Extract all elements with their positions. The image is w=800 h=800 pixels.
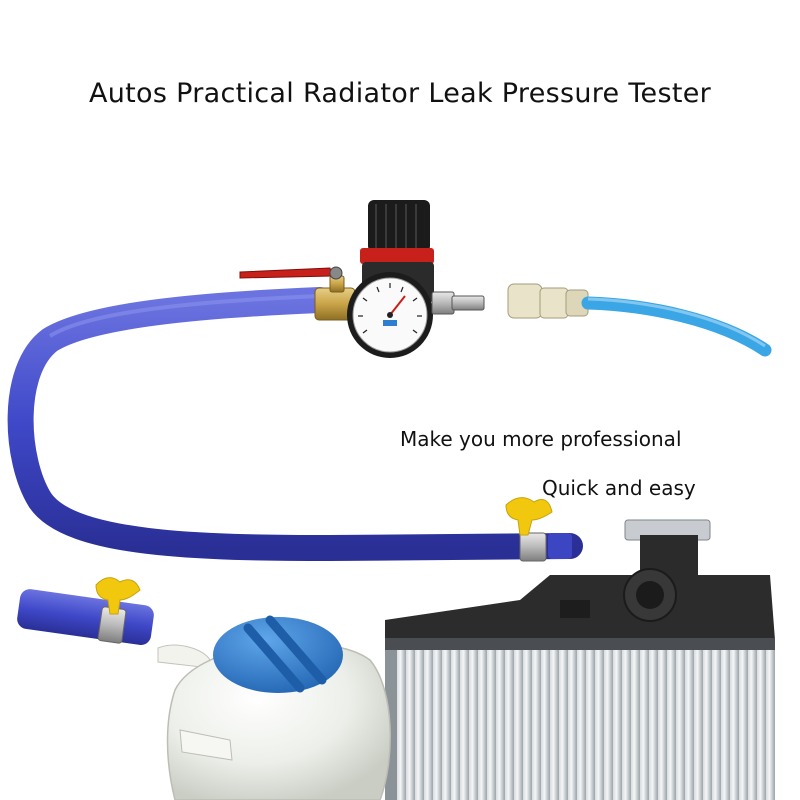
valve-lever-red — [239, 267, 333, 279]
gauge-needle — [389, 295, 406, 316]
tagline-quick-easy: Quick and easy — [542, 476, 696, 500]
radiator — [385, 519, 775, 800]
hose-clamp — [519, 532, 547, 562]
coolant-tank — [157, 615, 391, 800]
yellow-valve-handle-left — [95, 577, 141, 615]
yellow-valve-handle — [505, 497, 553, 536]
tagline-professional: Make you more professional — [400, 427, 682, 451]
short-hose — [17, 589, 154, 645]
page-title: Autos Practical Radiator Leak Pressure T… — [88, 78, 712, 109]
regulator-knob — [368, 200, 430, 252]
hose-end — [548, 533, 572, 559]
regulator-red-collar — [360, 248, 434, 264]
coolant-cap — [213, 617, 343, 693]
coupler-plug — [431, 291, 455, 315]
air-line — [581, 296, 772, 357]
coupler-socket — [507, 283, 543, 319]
blue-hose — [7, 287, 583, 562]
